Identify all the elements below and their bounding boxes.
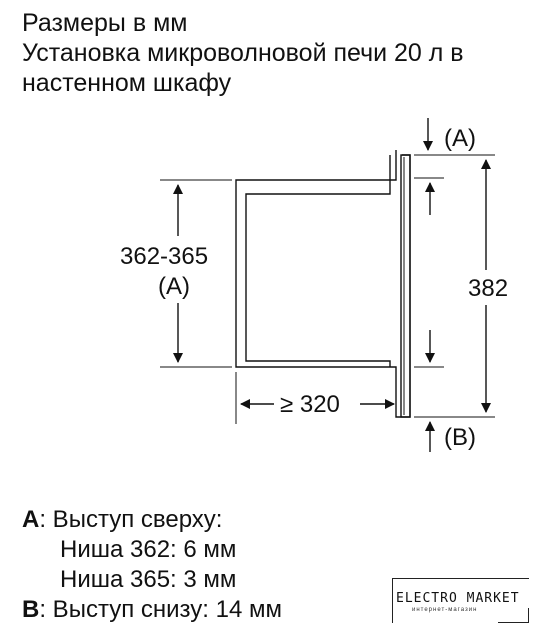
logo-tagline: интернет-магазин	[412, 607, 478, 613]
note-b: B: Выступ снизу: 14 мм	[22, 595, 282, 625]
note-niche-365: Ниша 365: 3 мм	[60, 566, 237, 593]
logo-brand: ELECTRO MARKET	[396, 591, 520, 606]
electro-market-logo: ELECTRO MARKET интернет-магазин	[392, 578, 530, 624]
heading-line-2: Установка микроволновой печи 20 л в	[22, 39, 464, 67]
installation-diagram: (A) 382 (B) 362-365 (A) ≥ 320	[120, 118, 508, 452]
label-a-left: (A)	[158, 273, 190, 300]
dim-382-label: 382	[468, 275, 508, 302]
cabinet-inner-outline	[245, 155, 391, 367]
label-b: (B)	[444, 424, 476, 451]
depth-label: ≥ 320	[280, 391, 340, 418]
front-panel	[400, 154, 411, 418]
note-b-text: : Выступ снизу: 14 мм	[39, 596, 282, 623]
note-a-key: A	[22, 506, 40, 533]
note-niche-362: Ниша 362: 6 мм	[60, 536, 237, 563]
dim-362-365-label: 362-365	[120, 243, 208, 270]
logo-frame	[392, 578, 529, 623]
label-a-top: (A)	[444, 125, 476, 152]
note-b-key: B	[22, 596, 40, 623]
heading-line-1: Размеры в мм	[22, 9, 188, 37]
heading-line-3: настенном шкафу	[22, 69, 232, 97]
heading: Размеры в мм Установка микроволновой печ…	[22, 8, 464, 98]
notes: A: Выступ сверху: Ниша 362: 6 мм Ниша 36…	[22, 505, 282, 625]
note-a-text: : Выступ сверху:	[39, 506, 223, 533]
cabinet-outline	[235, 150, 411, 418]
note-a: A: Выступ сверху:	[22, 505, 282, 535]
